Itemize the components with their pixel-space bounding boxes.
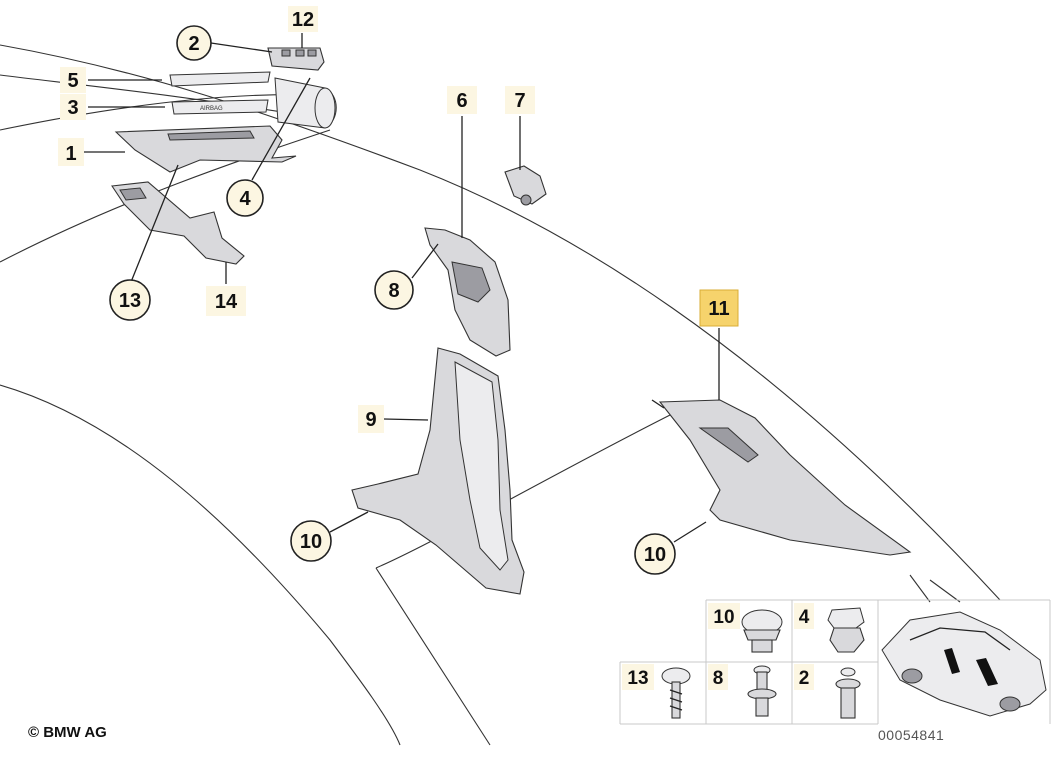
drawing-number: 00054841 — [878, 727, 945, 743]
part-clip-7 — [504, 165, 547, 206]
callout-1[interactable]: 1 — [58, 138, 84, 166]
fastener-legend: 10 4 13 — [619, 599, 1051, 725]
part-pillar-8 — [424, 227, 511, 357]
callout-9-text: 9 — [365, 409, 376, 431]
part-trim-11 — [651, 399, 912, 556]
callout-4-text: 4 — [239, 188, 251, 210]
callout-9[interactable]: 9 — [358, 405, 384, 433]
callout-11-text: 11 — [708, 298, 729, 320]
callout-10-right[interactable]: 10 — [634, 533, 676, 575]
legend-cell-4[interactable]: 4 — [794, 603, 865, 653]
legend-label-13: 13 — [627, 668, 648, 689]
callout-8-text: 8 — [388, 280, 399, 302]
car-thumbnail — [881, 611, 1047, 717]
callout-7[interactable]: 7 — [505, 86, 535, 114]
part-cylinder — [274, 77, 337, 129]
callout-2[interactable]: 2 — [176, 25, 212, 61]
push-clip-icon — [741, 609, 783, 653]
legend-cell-13[interactable]: 13 — [622, 664, 691, 719]
part-pillar-9 — [351, 347, 525, 595]
legend-label-10: 10 — [713, 607, 734, 628]
callout-11[interactable]: 11 — [699, 289, 739, 327]
callout-7-text: 7 — [514, 90, 525, 112]
legend-label-4: 4 — [799, 607, 810, 628]
callout-12-text: 12 — [292, 9, 314, 31]
callout-8[interactable]: 8 — [374, 270, 414, 310]
part-trim-1 — [114, 125, 297, 173]
legend-label-8: 8 — [713, 668, 724, 689]
legend-cell-8[interactable]: 8 — [708, 664, 777, 717]
part-cap-12 — [267, 47, 325, 71]
leader-lines — [84, 33, 720, 543]
callout-14-text: 14 — [215, 291, 238, 313]
callout-5[interactable]: 5 — [60, 67, 86, 93]
callout-13[interactable]: 13 — [109, 279, 151, 321]
part-strip-5 — [169, 71, 271, 87]
callout-3-text: 3 — [67, 97, 78, 119]
callout-6[interactable]: 6 — [447, 86, 477, 114]
expanding-rivet-icon — [747, 665, 777, 717]
legend-cell-10[interactable]: 10 — [708, 603, 783, 653]
callout-4[interactable]: 4 — [226, 179, 264, 217]
callout-12[interactable]: 12 — [288, 6, 318, 32]
callout-3[interactable]: 3 — [60, 94, 86, 120]
callout-14[interactable]: 14 — [206, 286, 246, 316]
part-bracket-14 — [111, 181, 245, 265]
airbag-text: AIRBAG — [200, 106, 223, 112]
callout-13-text: 13 — [119, 290, 141, 312]
clip-nut-icon — [827, 607, 865, 653]
rivet-clip-icon — [835, 667, 861, 719]
part-strip-3: AIRBAG — [171, 99, 269, 115]
callout-10-left[interactable]: 10 — [290, 520, 332, 562]
callout-6-text: 6 — [456, 90, 467, 112]
legend-label-2: 2 — [799, 668, 810, 689]
callout-2-text: 2 — [188, 33, 199, 55]
callout-10-left-text: 10 — [300, 531, 322, 553]
callout-1-text: 1 — [65, 143, 76, 165]
copyright-text: © BMW AG — [28, 724, 107, 741]
callout-10-right-text: 10 — [644, 544, 666, 566]
legend-cell-2[interactable]: 2 — [794, 664, 861, 719]
callout-5-text: 5 — [67, 70, 78, 92]
screw-icon — [661, 667, 691, 719]
